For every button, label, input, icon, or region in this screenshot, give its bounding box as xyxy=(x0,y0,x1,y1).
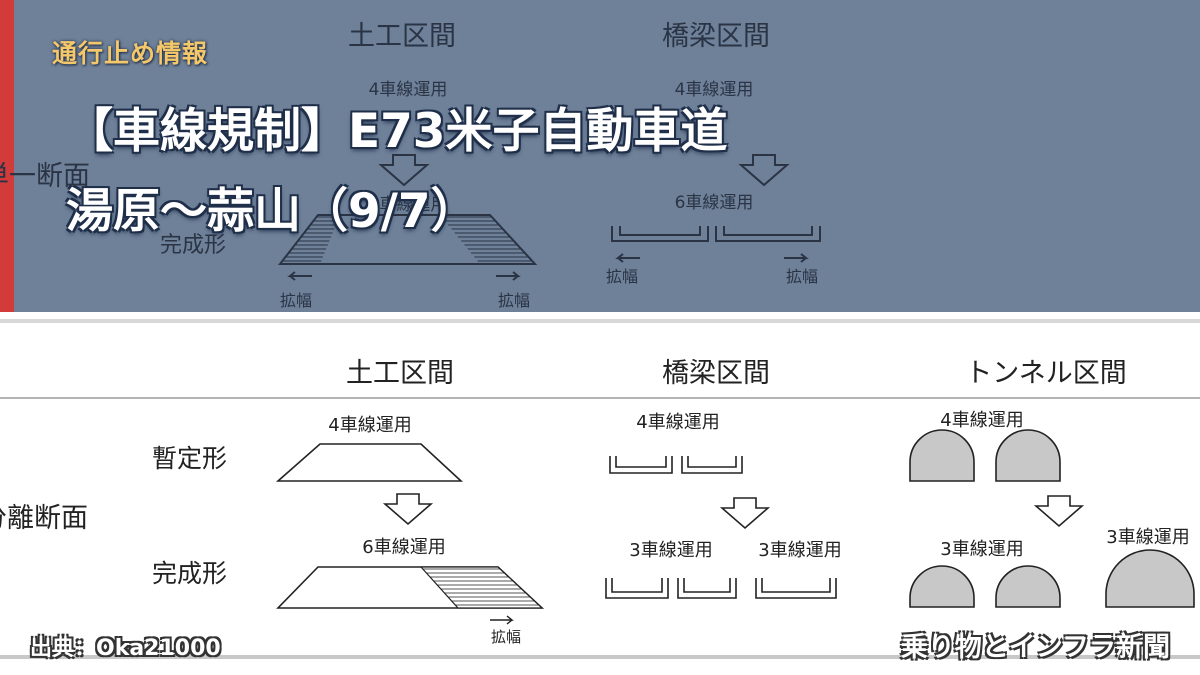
earthwork-top-label: 4車線運用 xyxy=(328,415,411,436)
provisional-label: 暫定形 xyxy=(152,444,227,473)
bridge-completed-left xyxy=(605,578,669,599)
bg-widen-bridge-right: 拡幅 xyxy=(786,267,818,286)
earthwork-bottom-label: 6車線運用 xyxy=(362,537,445,558)
bg-lanes6-right: 6車線運用 xyxy=(675,193,754,213)
bg-row-label: 単一断面 xyxy=(0,161,90,192)
tunnel-provisional-right xyxy=(995,429,1061,482)
widen-label: 拡幅 xyxy=(491,628,521,646)
section-tunnel: トンネル区間 xyxy=(965,358,1126,389)
bg-widen-bridge-left: 拡幅 xyxy=(606,267,638,286)
bridge-completed-right xyxy=(755,578,837,599)
bridge-bottom-right-label: 3車線運用 xyxy=(758,540,841,561)
section-earthwork: 土工区間 xyxy=(346,358,454,389)
tunnel-completed-left xyxy=(909,565,975,608)
bridge-diagram: 4車線運用 3車線運用 3車線運用 xyxy=(605,412,842,599)
earthwork-arrow xyxy=(382,493,434,526)
banner-divider xyxy=(0,319,1200,323)
brand-logo-text: 乗り物とインフラ新聞 xyxy=(900,632,1170,663)
earthwork-provisional-shape xyxy=(275,443,464,482)
earthwork-diagram: 4車線運用 6車線運用 拡幅 xyxy=(275,415,545,646)
bridge-provisional-left xyxy=(609,456,673,474)
bridge-completed-mid xyxy=(677,578,737,599)
bridge-arrow xyxy=(719,497,771,530)
tunnel-completed-large xyxy=(1105,549,1195,608)
bg-completed-label: 完成形 xyxy=(160,233,226,258)
widen-arrow xyxy=(490,615,514,625)
bg-section-earthwork: 土工区間 xyxy=(348,21,456,52)
bridge-provisional-right xyxy=(681,456,743,474)
headline-line2: 湯原～蒜山（9/7） xyxy=(66,184,478,239)
headline-line1: 【車線規制】E73米子自動車道 xyxy=(66,104,728,159)
background-diagram: 土工区間 橋梁区間 単一断面 4車線運用 4車線運用 6車線運用 6車線運用 完… xyxy=(0,21,821,310)
banner-background xyxy=(0,0,1200,312)
tunnel-provisional-left xyxy=(909,429,975,482)
bg-lanes6-left: 6車線運用 xyxy=(369,195,448,215)
tunnel-top-label: 4車線運用 xyxy=(940,410,1023,431)
bg-section-bridge: 橋梁区間 xyxy=(662,21,770,52)
tunnel-bottom-left-label: 3車線運用 xyxy=(940,539,1023,560)
row-label-separated: 分離断面 xyxy=(0,503,88,534)
source-credit: 出典：Oka21000 xyxy=(30,636,221,661)
bg-lanes4: 4車線運用 xyxy=(369,80,448,100)
footer-divider xyxy=(0,655,1200,659)
banner-accent-bar xyxy=(0,0,14,312)
bridge-top-label: 4車線運用 xyxy=(636,412,719,433)
section-bridge: 橋梁区間 xyxy=(662,358,770,389)
bg-widen-mid: 拡幅 xyxy=(498,291,530,310)
completed-label: 完成形 xyxy=(152,559,227,588)
category-tag: 通行止め情報 xyxy=(52,39,209,68)
bridge-bottom-left-label: 3車線運用 xyxy=(629,540,712,561)
tunnel-bottom-right-label: 3車線運用 xyxy=(1106,527,1189,548)
bg-bridge-lanes4: 4車線運用 xyxy=(675,80,754,100)
tunnel-diagram: 4車線運用 3車線運用 3車線運用 xyxy=(909,410,1195,608)
tunnel-arrow xyxy=(1033,495,1085,528)
earthwork-widened-area xyxy=(419,566,544,609)
bg-widen-left: 拡幅 xyxy=(280,291,312,310)
tunnel-completed-mid xyxy=(995,565,1061,608)
